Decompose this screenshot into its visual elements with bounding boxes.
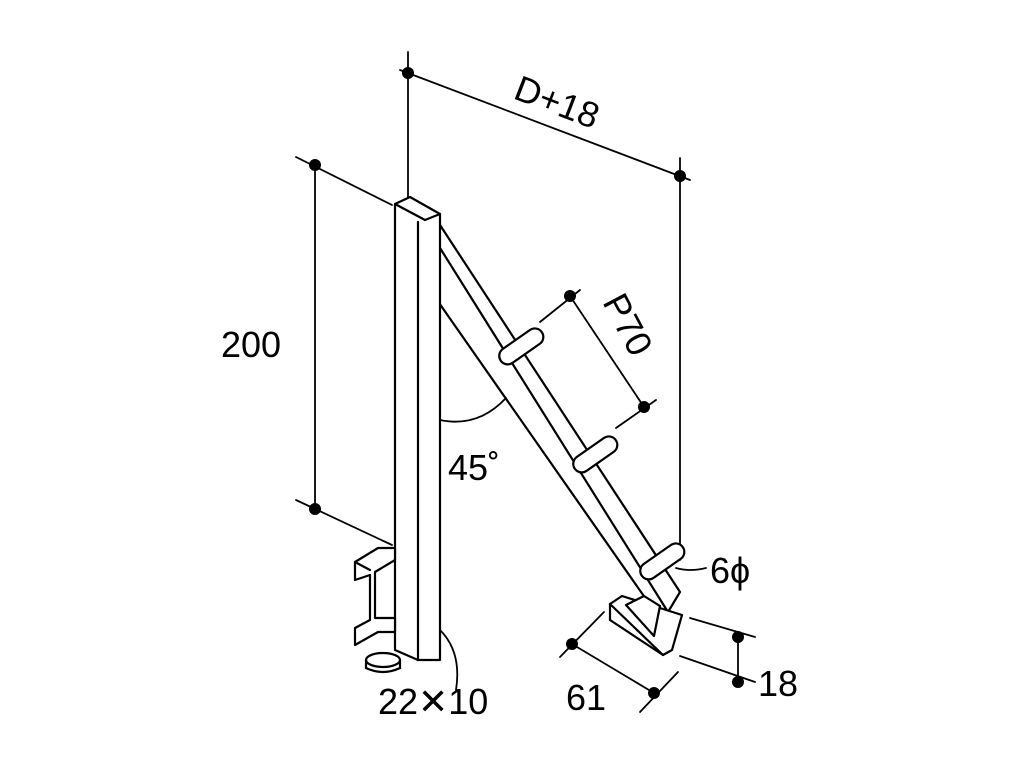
dimension-rod-diameter: 6ϕ bbox=[675, 550, 750, 591]
end-hook bbox=[608, 594, 684, 657]
pitch-label: P70 bbox=[595, 287, 661, 363]
hook-height-label: 18 bbox=[758, 663, 798, 704]
mounting-clamp bbox=[353, 546, 402, 674]
rod-peg bbox=[639, 542, 686, 581]
height-label: 200 bbox=[221, 324, 281, 365]
rod-pegs bbox=[498, 327, 686, 581]
dimension-hook-height: 18 bbox=[679, 617, 798, 704]
dimension-height: 200 bbox=[221, 156, 393, 546]
dimension-overall-depth: D+18 bbox=[399, 51, 691, 561]
diagonal-arm bbox=[428, 223, 682, 614]
rod-diameter-label: 6ϕ bbox=[710, 550, 750, 591]
hook-width-label: 61 bbox=[566, 677, 606, 718]
angle-marker: 45˚ bbox=[439, 397, 507, 488]
angle-label: 45˚ bbox=[448, 447, 500, 488]
dimension-hook-width: 61 bbox=[559, 611, 679, 718]
post-section-label: 22✕10 bbox=[378, 681, 488, 722]
vertical-post bbox=[393, 195, 442, 662]
rod-peg bbox=[498, 327, 545, 366]
overall-depth-label: D+18 bbox=[509, 67, 605, 136]
dimension-post-section: 22✕10 bbox=[378, 629, 488, 722]
rod-peg bbox=[572, 435, 619, 474]
